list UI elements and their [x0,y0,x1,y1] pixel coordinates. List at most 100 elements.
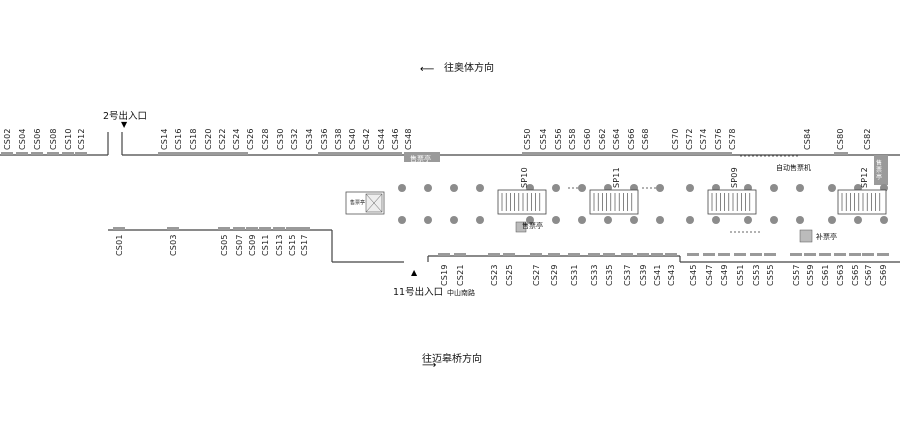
stall-label: CS14 [160,128,169,150]
ticket-mid-booth [515,221,527,233]
stall-label: CS31 [570,264,579,286]
stall-label: CS35 [605,264,614,286]
supplement-label: 补票亭 [816,233,837,241]
stall-slot [637,253,649,256]
stall-slot [790,253,802,256]
pillar [526,216,534,224]
stall-slot [804,253,816,256]
escalator-sp12 [837,189,887,215]
stall-label: CS43 [667,264,676,286]
stall-slot [834,253,846,256]
stall-label: CS22 [218,128,227,150]
stall-label: CS29 [550,264,559,286]
right-booth [874,155,888,185]
pillar [424,184,432,192]
stall-label: CS17 [300,234,309,256]
stall-label: CS72 [685,128,694,150]
escalator-sp09 [707,189,757,215]
stall-label: CS02 [3,128,12,150]
stall-label: CS12 [77,128,86,150]
stall-label: CS57 [792,264,801,286]
top-wall [0,132,900,156]
exit-11-sub-label: 中山南路 [447,289,475,297]
stall-label: CS10 [64,128,73,150]
stall-label: CS08 [49,128,58,150]
stall-slot [530,253,542,256]
stall-slot [273,227,285,230]
stall-label: CS39 [639,264,648,286]
stall-label: CS34 [305,128,314,150]
stall-label: CS21 [456,264,465,286]
stall-label: CS20 [204,128,213,150]
stall-label: CS28 [261,128,270,150]
stall-label: CS01 [115,234,124,256]
exit-2-marker-icon: ▼ [121,120,128,129]
pillars [398,184,888,224]
stall-label: CS65 [851,264,860,286]
stall-label: CS47 [705,264,714,286]
stall-label: CS66 [627,128,636,150]
stall-label: CS16 [174,128,183,150]
stall-slot [218,227,230,230]
stall-slot [734,253,746,256]
pillar [476,216,484,224]
pillar [770,184,778,192]
pillar [450,216,458,224]
stall-label: CS04 [18,128,27,150]
pillar [604,216,612,224]
stall-slot [522,152,732,155]
pillar [796,184,804,192]
stall-slot [1,152,13,155]
stall-label: CS53 [752,264,761,286]
direction-top-label: 往奥体方向 [444,63,494,74]
pillar [578,184,586,192]
stall-label: CS51 [736,264,745,286]
stall-slot [488,253,500,256]
stall-slot [665,253,677,256]
stall-label: CS36 [320,128,329,150]
stall-label: CS18 [189,128,198,150]
stall-label: CS06 [33,128,42,150]
stall-label: CS26 [246,128,255,150]
stall-label: CS44 [377,128,386,150]
pillar [770,216,778,224]
stall-label: CS07 [235,234,244,256]
escalator-label: SP11 [612,167,621,188]
stall-label: CS82 [863,128,872,150]
stall-slot [246,227,258,230]
ticket-booth-top [404,152,440,162]
pillar [656,216,664,224]
stall-label: CS84 [803,128,812,150]
stall-label: CS48 [404,128,413,150]
stall-label: CS30 [276,128,285,150]
stall-label: CS03 [169,234,178,256]
stall-label: CS13 [275,234,284,256]
stall-slot [834,152,848,155]
ticket-top-label: 售票亭 [410,155,431,163]
pillar [450,184,458,192]
stall-label: CS25 [505,264,514,286]
stall-slot [438,253,450,256]
stall-label: CS78 [728,128,737,150]
stall-label: CS56 [554,128,563,150]
stall-slot [259,227,271,230]
pillar [796,216,804,224]
stall-slot [75,152,87,155]
pillar [880,216,888,224]
stall-label: CS38 [334,128,343,150]
stall-label: CS76 [714,128,723,150]
stall-label: CS23 [490,264,499,286]
stall-slot [298,227,310,230]
stall-slot [651,253,663,256]
stall-slots [1,152,889,256]
stall-slot [286,227,298,230]
right-booth-label: 售票亭 [876,160,883,181]
exit-11-marker-icon: ▲ [411,268,418,277]
stall-slot [603,253,615,256]
pillar [578,216,586,224]
stall-label: CS64 [612,128,621,150]
stall-label: CS68 [641,128,650,150]
stall-label: CS15 [288,234,297,256]
stall-label: CS58 [568,128,577,150]
pillar [712,216,720,224]
